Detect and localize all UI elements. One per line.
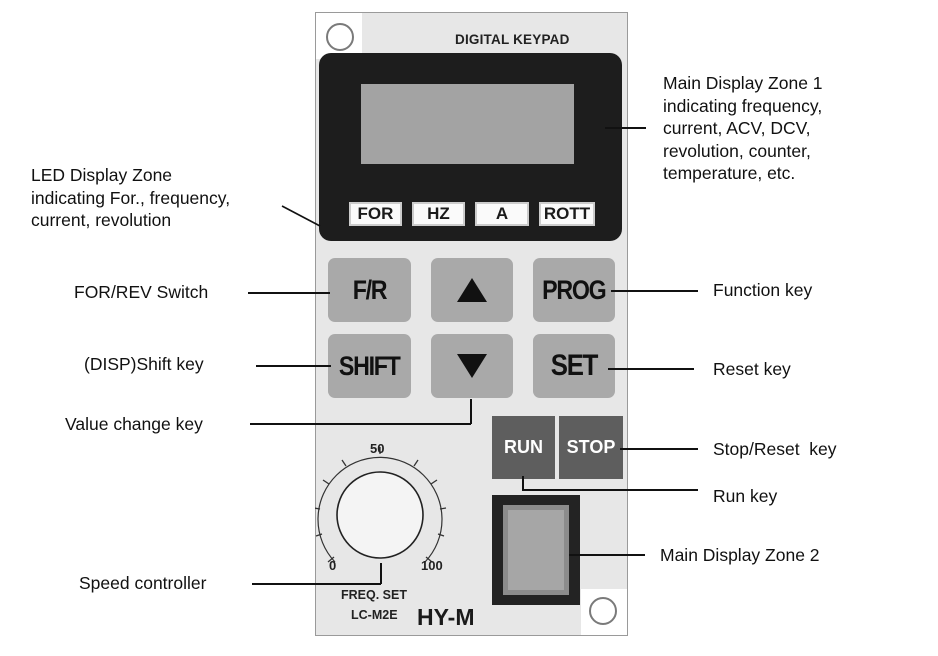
shift-key-label: SHIFT — [339, 350, 401, 381]
leader-value-change-key — [250, 423, 471, 425]
down-key[interactable] — [431, 334, 513, 398]
set-key-label: SET — [550, 349, 599, 382]
callout-main-display-2: Main Display Zone 2 — [660, 545, 820, 565]
dial-label-50: 50 — [370, 441, 385, 456]
dial-ticks — [315, 447, 447, 563]
run-key[interactable]: RUN — [492, 416, 555, 479]
run-key-label: RUN — [504, 437, 543, 457]
callout-line: revolution, counter, — [663, 140, 811, 161]
callout-function-key: Function key — [713, 280, 813, 300]
leader-for-rev-switch — [248, 292, 330, 294]
dial-scale-arc — [317, 456, 443, 563]
leader-reset-key — [608, 368, 694, 370]
indicator-a: A — [475, 202, 529, 226]
callout-speed-controller: Speed controller — [79, 573, 207, 593]
callout-line: current, ACV, DCV, — [663, 118, 811, 138]
stop-key[interactable]: STOP — [559, 416, 623, 479]
callout-line: indicating frequency, — [663, 95, 823, 116]
leader-run-key-vertical — [522, 476, 524, 490]
leader-stop-reset-key — [620, 448, 698, 450]
callout-stop-reset-key: Stop/Reset key — [713, 439, 837, 459]
leader-speed-controller-vertical — [380, 563, 382, 584]
indicator-for: FOR — [349, 202, 402, 226]
callout-main-display-1: Main Display Zone 1 indicating frequency… — [663, 72, 823, 185]
set-key[interactable]: SET — [533, 334, 615, 398]
callout-led-display: LED Display Zone indicating For., freque… — [31, 164, 230, 232]
leader-value-change-key-vertical — [470, 399, 472, 424]
main-display-1 — [361, 84, 574, 164]
callout-line: Main Display Zone 1 — [663, 73, 823, 93]
main-display-2 — [508, 510, 564, 590]
freq-set-caption: FREQ. SET — [341, 588, 407, 602]
leader-function-key — [611, 290, 698, 292]
model-name: HY-M — [417, 604, 475, 630]
screw-hole-bottom-right — [589, 597, 617, 625]
callout-line: indicating For., frequency, — [31, 187, 231, 208]
callout-reset-key: Reset key — [713, 359, 791, 379]
leader-main-display-2 — [569, 554, 645, 556]
callout-value-change-key: Value change key — [65, 414, 203, 434]
callout-shift-key: (DISP)Shift key — [84, 354, 204, 374]
leader-speed-controller — [252, 583, 381, 585]
leader-run-key — [522, 489, 698, 491]
callout-for-rev-switch: FOR/REV Switch — [74, 282, 209, 302]
leader-shift-key — [256, 365, 331, 367]
keypad-title: DIGITAL KEYPAD — [455, 32, 570, 47]
indicator-hz: HZ — [412, 202, 465, 226]
speed-dial-graphic — [315, 447, 447, 563]
prog-key[interactable]: PROG — [533, 258, 615, 322]
leader-led-display — [281, 205, 321, 227]
up-arrow-icon — [457, 278, 487, 302]
shift-key[interactable]: SHIFT — [328, 334, 411, 398]
for-rev-key-label: F/R — [352, 274, 388, 305]
leader-main-display-1 — [605, 127, 646, 129]
speed-dial-knob[interactable] — [336, 471, 424, 559]
callout-line: temperature, etc. — [663, 163, 796, 183]
dial-label-100: 100 — [421, 558, 443, 573]
down-arrow-icon — [457, 354, 487, 378]
for-rev-key[interactable]: F/R — [328, 258, 411, 322]
screw-hole-top-left — [326, 23, 354, 51]
indicator-rott: ROTT — [539, 202, 595, 226]
stop-key-label: STOP — [566, 437, 616, 457]
up-key[interactable] — [431, 258, 513, 322]
prog-key-label: PROG — [542, 274, 607, 305]
callout-run-key: Run key — [713, 486, 778, 506]
callout-line: current, revolution — [31, 210, 172, 230]
callout-line: LED Display Zone — [31, 165, 173, 185]
model-code: LC-M2E — [351, 608, 398, 622]
dial-label-0: 0 — [329, 558, 337, 573]
